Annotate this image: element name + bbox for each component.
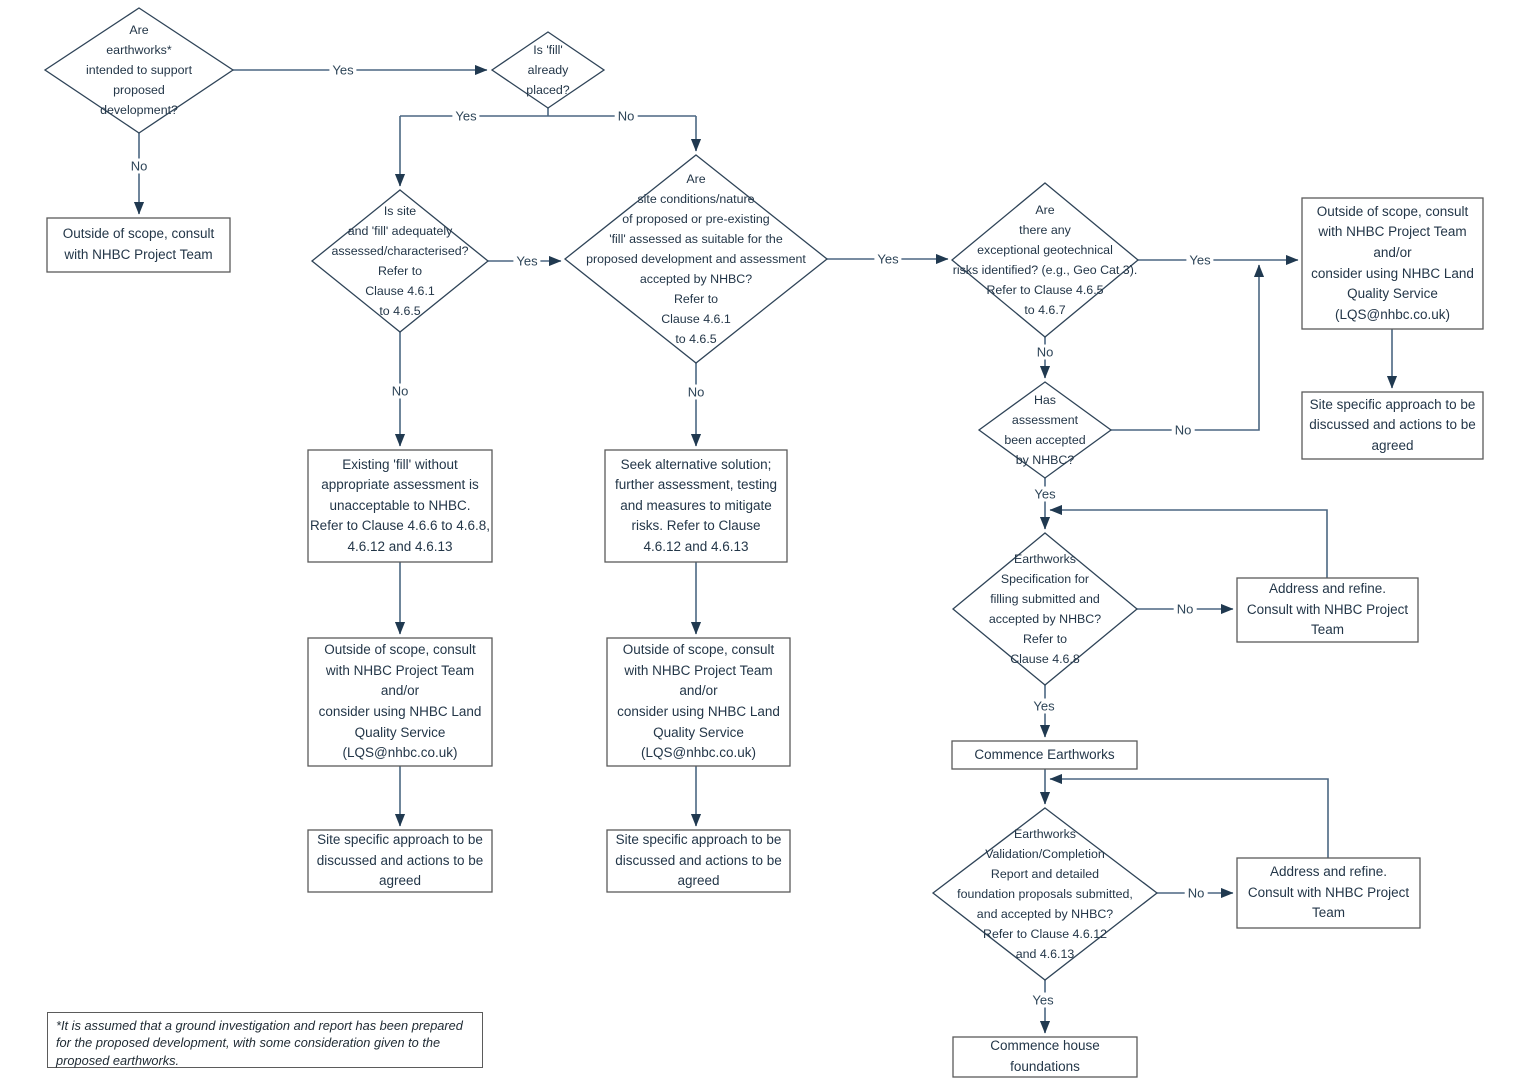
edge-label-yes-intended: Yes — [329, 62, 357, 78]
rect-outside-scope-left — [307, 637, 493, 767]
edge-label-yes-geotech: Yes — [1186, 252, 1214, 268]
edge-label-no-fill-placed: No — [614, 108, 638, 124]
node-existing-fill: Existing 'fill' without appropriate asse… — [309, 456, 491, 554]
diamond-site-conditions — [563, 154, 829, 364]
diamond-assessment-accepted — [977, 381, 1113, 479]
node-address-refine-2: Address and refine. Consult with NHBC Pr… — [1247, 864, 1410, 921]
rect-commence-earthworks — [951, 740, 1138, 770]
edge-label-yes-validation: Yes — [1029, 992, 1057, 1008]
edge-label-no-conditions: No — [684, 384, 708, 400]
node-outside-scope-topleft: Outside of scope, consult with NHBC Proj… — [62, 226, 215, 262]
node-earthworks-intended: Are earthworks* intended to support prop… — [85, 23, 193, 117]
edge-label-no-spec: No — [1173, 601, 1197, 617]
rect-existing-fill — [307, 449, 493, 563]
edge-label-yes-conditions: Yes — [874, 251, 902, 267]
node-commence-earthworks: Commence Earthworks — [974, 746, 1115, 762]
edge-label-no-site-assessed: No — [388, 383, 412, 399]
edge-label-yes-spec: Yes — [1030, 698, 1058, 714]
node-site-specific-mid: Site specific approach to be discussed a… — [615, 832, 782, 889]
node-outside-scope-mid: Outside of scope, consult with NHBC Proj… — [617, 642, 780, 761]
node-outside-scope-left: Outside of scope, consult with NHBC Proj… — [318, 642, 482, 761]
edge-fill-placed-split — [400, 108, 696, 117]
diamond-earthworks-validation — [931, 807, 1159, 981]
rect-outside-scope-right — [1301, 197, 1484, 330]
diamond-earthworks-spec — [951, 532, 1139, 686]
node-geotech-risks: Are there any exceptional geotechnical r… — [952, 203, 1138, 317]
edge-refine2-feedback — [1049, 773, 1329, 858]
diamond-earthworks-intended — [43, 7, 235, 134]
rect-address-refine-2 — [1236, 857, 1421, 929]
edge-label-no-validation: No — [1184, 885, 1208, 901]
rect-commence-foundations — [952, 1036, 1138, 1078]
node-site-specific-right: Site specific approach to be discussed a… — [1309, 396, 1476, 453]
node-fill-placed: Is 'fill' already placed? — [526, 43, 570, 97]
rect-outside-scope-mid — [606, 637, 791, 767]
diamond-geotech-risks — [950, 182, 1140, 338]
edge-assessment-no-loop — [1111, 264, 1265, 431]
rect-site-specific-left — [307, 829, 493, 893]
edge-label-yes-fill-placed: Yes — [452, 108, 480, 124]
edge-label-no-intended: No — [127, 158, 151, 174]
node-earthworks-validation: Earthworks Validation/Completion Report … — [957, 827, 1133, 961]
node-seek-alternative: Seek alternative solution; further asses… — [614, 456, 778, 554]
footnote: *It is assumed that a ground investigati… — [47, 1012, 483, 1068]
node-site-specific-left: Site specific approach to be discussed a… — [316, 832, 484, 889]
node-address-refine-1: Address and refine. Consult with NHBC Pr… — [1246, 581, 1409, 638]
node-site-fill-assessed: Is site and 'fill' adequately assessed/c… — [331, 204, 469, 318]
connector-lines — [133, 64, 1398, 1034]
rect-address-refine-1 — [1236, 577, 1419, 643]
diamond-fill-placed — [490, 31, 606, 109]
edge-label-no-geotech: No — [1033, 344, 1057, 360]
rect-seek-alternative — [604, 449, 788, 563]
rect-site-specific-right — [1301, 391, 1484, 460]
decision-shapes — [43, 7, 1159, 981]
process-shapes — [46, 197, 1484, 1078]
edge-refine1-feedback — [1049, 504, 1328, 578]
diamond-site-fill-assessed — [310, 189, 490, 333]
edge-label-yes-assessment: Yes — [1031, 486, 1059, 502]
node-commence-foundations: Commence house foundations — [990, 1038, 1100, 1074]
node-assessment-accepted: Has assessment been accepted by NHBC? — [1004, 393, 1086, 467]
edge-label-yes-site-assessed: Yes — [513, 253, 541, 269]
node-earthworks-spec: Earthworks Specification for filling sub… — [988, 552, 1102, 666]
rect-outside-scope-topleft — [46, 217, 231, 273]
node-site-conditions: Are site conditions/nature of proposed o… — [586, 172, 806, 346]
node-outside-scope-right: Outside of scope, consult with NHBC Proj… — [1311, 203, 1474, 322]
edge-label-no-assessment: No — [1171, 422, 1195, 438]
rect-site-specific-mid — [606, 829, 791, 893]
